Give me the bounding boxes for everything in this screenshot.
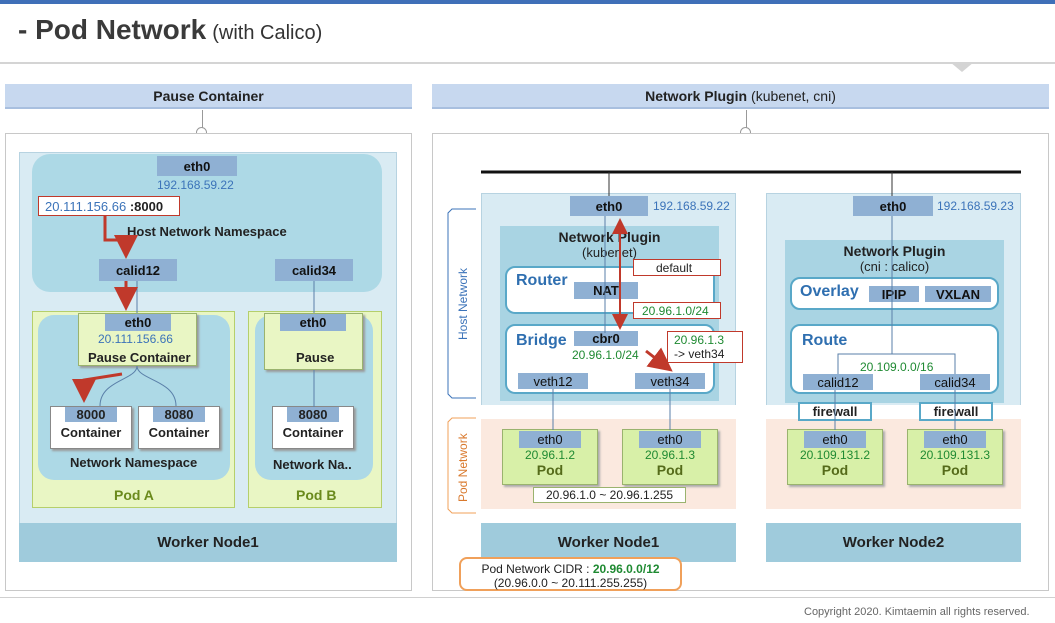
node1-eth0-ip: 192.168.59.22 <box>653 199 730 213</box>
node2-plugin-title: Network Plugin <box>843 243 946 259</box>
node2-eth0: eth0 <box>853 196 933 216</box>
pod-b-pause-label: Pause <box>296 350 335 365</box>
copyright: Copyright 2020. Kimtaemin all rights res… <box>804 606 1030 618</box>
container-port: 8080 <box>153 407 205 422</box>
connector-line-left <box>202 110 203 128</box>
cidr-range: (20.96.0.0 ~ 20.111.255.255) <box>493 576 648 590</box>
node1-veth12: veth12 <box>518 373 588 389</box>
pod-b-ns-label: Network Na.. <box>273 457 352 472</box>
pod-a-ip: 20.111.156.66 <box>98 332 173 346</box>
node1-nat: NAT <box>574 282 638 299</box>
node1-pod-range: 20.96.1.0 ~ 20.96.1.255 <box>533 487 686 503</box>
node1-plugin-subtitle: (kubenet) <box>582 245 637 260</box>
pod-network-label: Pod Network <box>456 433 470 502</box>
section-title-left: Pause Container <box>153 87 264 104</box>
node1-bridge-label: Bridge <box>516 332 567 349</box>
node1-note-line2: -> veth34 <box>674 347 725 361</box>
pod-b-label: Pod B <box>296 487 337 503</box>
pod-ip: 20.96.1.3 <box>644 448 696 462</box>
worker-node2-label: Worker Node2 <box>766 523 1021 562</box>
footer-divider <box>0 597 1055 598</box>
pod-a-label: Pod A <box>114 487 154 503</box>
node1-pod-2: eth0 20.96.1.3 Pod <box>622 429 718 485</box>
node1-note-line1: 20.96.1.3 <box>674 333 725 347</box>
pod-ip: 20.96.1.2 <box>524 448 576 462</box>
container-label: Container <box>282 425 344 440</box>
node1-router-label: Router <box>516 272 568 289</box>
left-calid12: calid12 <box>99 259 177 281</box>
top-accent-bar <box>0 0 1055 4</box>
pod-network-cidr: Pod Network CIDR : 20.96.0.0/12 (20.96.0… <box>459 557 682 591</box>
container-port: 8080 <box>287 407 339 422</box>
pod-a-container-8080: 8080 Container <box>138 406 220 449</box>
section-title-right-paren: (kubenet, cni) <box>751 87 836 104</box>
node2-firewall-1: firewall <box>798 402 872 421</box>
node2-firewall-2: firewall <box>919 402 993 421</box>
node1-cbr0-ip: 20.96.1.0/24 <box>572 348 639 362</box>
host-eth0-ip: 192.168.59.22 <box>157 178 234 192</box>
host-network-label: Host Network <box>456 267 470 340</box>
section-title-right: Network Plugin <box>645 87 748 104</box>
pod-b-container-8080: 8080 Container <box>272 406 354 449</box>
pod-eth0: eth0 <box>924 431 986 448</box>
node1-eth0: eth0 <box>570 196 648 216</box>
pod-ip: 20.109.131.2 <box>799 448 871 462</box>
node2-pod-1: eth0 20.109.131.2 Pod <box>787 429 883 485</box>
title-text: - Pod Network <box>18 14 207 45</box>
pod-name: Pod <box>821 462 849 478</box>
connector-line-right <box>746 110 747 128</box>
pod-a-eth0: eth0 <box>105 314 171 331</box>
container-port: 8000 <box>65 407 117 422</box>
pod-a-pause-label: Pause Container <box>88 350 191 365</box>
section-header-network-plugin: Network Plugin(kubenet, cni) <box>432 84 1049 109</box>
node1-plugin-title: Network Plugin <box>558 229 661 245</box>
node2-vxlan: VXLAN <box>925 286 991 302</box>
node2-route-ip: 20.109.0.0/16 <box>860 360 934 374</box>
pod-eth0: eth0 <box>519 431 581 448</box>
node1-arp-note: 20.96.1.3-> veth34 <box>667 331 743 363</box>
container-label: Container <box>60 425 122 440</box>
pod-b-eth0: eth0 <box>280 314 346 331</box>
cidr-line1: Pod Network CIDR : 20.96.0.0/12 <box>461 562 680 576</box>
container-label: Container <box>148 425 210 440</box>
port-mapping-ip: 20.111.156.66 <box>45 198 127 214</box>
port-mapping-port: :8000 <box>129 198 164 214</box>
page-title: - Pod Network(with Calico) <box>18 14 322 46</box>
node2-pod-2: eth0 20.109.131.3 Pod <box>907 429 1003 485</box>
pod-ip: 20.109.131.3 <box>919 448 991 462</box>
host-eth0: eth0 <box>157 156 237 176</box>
left-calid34: calid34 <box>275 259 353 281</box>
worker-node1-right-label: Worker Node1 <box>481 523 736 562</box>
pod-a-ns-label: Network Namespace <box>70 455 198 470</box>
title-notch <box>950 62 974 72</box>
cidr-value: 20.96.0.0/12 <box>592 562 660 576</box>
host-ns-label: Host Network Namespace <box>127 224 287 239</box>
pod-eth0: eth0 <box>804 431 866 448</box>
node1-cbr0: cbr0 <box>574 331 638 346</box>
node2-overlay-label: Overlay <box>800 283 859 300</box>
pod-name: Pod <box>536 462 564 478</box>
node2-ipip: IPIP <box>869 286 919 302</box>
pod-eth0: eth0 <box>639 431 701 448</box>
node2-route-label: Route <box>802 332 848 349</box>
title-divider <box>0 62 1055 64</box>
section-header-pause-container: Pause Container <box>5 84 412 109</box>
node2-calid12: calid12 <box>803 374 873 390</box>
node1-veth34: veth34 <box>635 373 705 389</box>
title-subtitle: (with Calico) <box>212 22 323 44</box>
node1-default-route: default <box>633 259 721 276</box>
pod-name: Pod <box>941 462 969 478</box>
pod-name: Pod <box>656 462 684 478</box>
node2-plugin-subtitle: (cni : calico) <box>859 259 930 274</box>
port-mapping-box: 20.111.156.66 :8000 <box>38 196 180 216</box>
cidr-prefix: Pod Network CIDR : <box>481 562 593 576</box>
node1-pod-1: eth0 20.96.1.2 Pod <box>502 429 598 485</box>
node2-calid34: calid34 <box>920 374 990 390</box>
node1-route-entry: 20.96.1.0/24 <box>633 302 721 319</box>
worker-node1-left-label: Worker Node1 <box>19 523 397 562</box>
node2-eth0-ip: 192.168.59.23 <box>937 199 1014 213</box>
pod-a-container-8000: 8000 Container <box>50 406 132 449</box>
